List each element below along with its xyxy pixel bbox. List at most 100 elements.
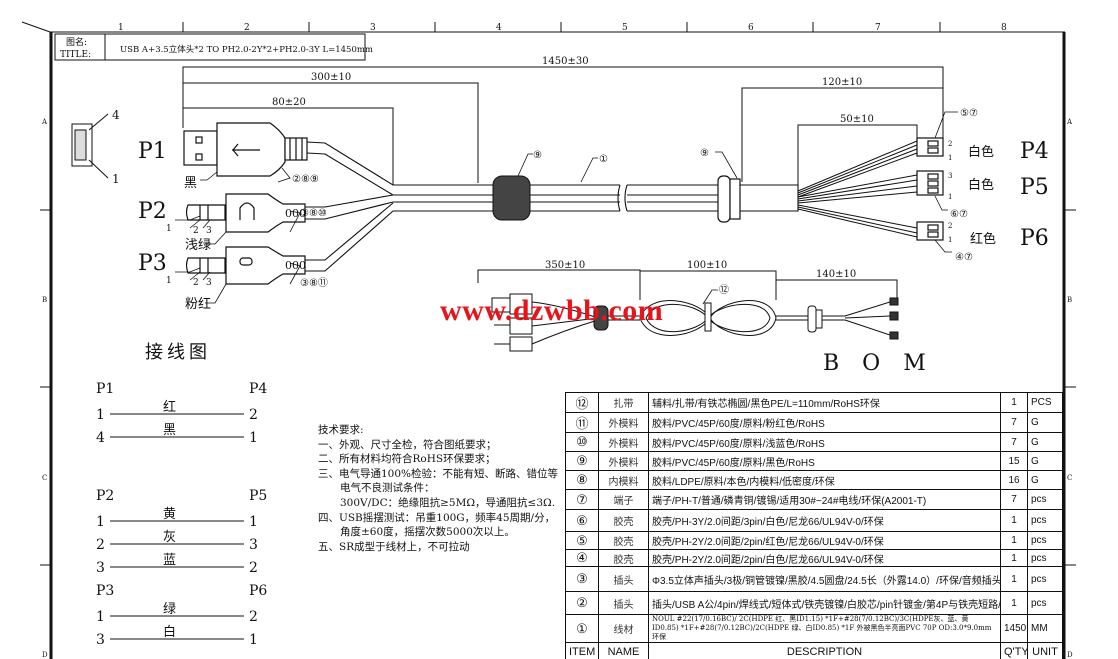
label-p4: P4 [1020, 139, 1049, 164]
label-p1: P1 [138, 139, 167, 164]
tech-line: 二、所有材料均符合RoHS环保要求； [318, 453, 496, 466]
wiring-color: 红 [163, 399, 176, 415]
wiring-pin-a: 1 [96, 609, 105, 625]
ferrite-core [492, 175, 531, 221]
audio-plug-p2: 000 [185, 193, 306, 233]
bom-qty: 15 [1000, 451, 1028, 471]
bom-qty: 7 [1000, 489, 1028, 510]
pin-numbers: 1 2 3 1 2 3 2 1 3 1 2 1 [166, 140, 952, 288]
callout-ferrite: ⑨ [533, 150, 542, 161]
bom-item: ⑦ [565, 489, 599, 510]
callout-cable: ① [599, 154, 608, 165]
bom-unit: pcs [1027, 591, 1063, 615]
leader-lines [175, 111, 958, 305]
wiring-color: 绿 [163, 602, 176, 617]
color-p1: 黑 [184, 176, 197, 191]
bom-description: 胶料/PVC/45P/60度/原料/浅蓝色/RoHS [648, 432, 1001, 452]
wiring-pin-a: 4 [96, 430, 105, 446]
ruler-col: 1 [118, 23, 124, 33]
bom-description: 胶料/PVC/45P/60度/原料/粉红色/RoHS [648, 412, 1001, 433]
ruler-row: D [42, 651, 48, 659]
ph-connectors [916, 137, 944, 241]
bom-item: ③ [565, 566, 599, 592]
drawing-title: USB A+3.5立体头*2 TO PH2.0-2Y*2+PH2.0-3Y L=… [120, 44, 373, 55]
callout-grommet: ⑨ [700, 148, 709, 159]
wiring-to-label: P6 [249, 583, 267, 599]
bom-description: 端子/PH-T/普通/磷青铜/镀锡/适用30#~24#电线/环保(A2001-T… [648, 489, 1001, 510]
callouts: ②⑧⑨ ③⑧⑩ ③⑧⑪ ⑤⑦ ⑥⑦ ④⑦ ⑨ ① ⑨ ⑫ [292, 108, 978, 296]
bom-name: 外模料 [598, 451, 649, 471]
color-p4: 白色 [968, 144, 994, 160]
wiring-color: 蓝 [163, 553, 176, 568]
bom-unit: G [1027, 432, 1063, 452]
label-p2: P2 [138, 199, 167, 224]
ruler-labels: 1 2 3 4 5 6 7 8 A B C D A B C D [41, 23, 1073, 659]
ruler-col: 2 [244, 23, 250, 33]
bom-unit: G [1027, 451, 1063, 471]
bom-header-name: NAME [598, 642, 649, 659]
bom-name: 胶壳 [598, 509, 649, 532]
bom-qty: 1 [1000, 531, 1028, 550]
ruler-row: A [41, 118, 48, 126]
bom-qty: 1 [1000, 392, 1028, 413]
bom-name: 线材 [598, 614, 649, 643]
title-label-en: TITLE: [60, 50, 91, 60]
bom-item: ⑥ [565, 509, 599, 532]
wiring-title: 接线图 [145, 342, 211, 363]
bom-qty: 7 [1000, 432, 1028, 452]
connector-labels: P1 P2 P3 P4 P5 P6 [138, 139, 1049, 276]
bom-unit: G [1027, 412, 1063, 433]
bom-item: ⑨ [565, 451, 599, 471]
dimension-labels: 1450±30 300±10 80±20 120±10 50±10 350±10… [272, 56, 874, 280]
svg-text:000: 000 [285, 259, 306, 272]
bom-unit: G [1027, 470, 1063, 490]
bom-description: 插头/USB A公/4pin/焊线式/短体式/铁壳镀镍/白胶芯/pin针镀金/第… [648, 591, 1001, 615]
bom-header-item: ITEM [565, 642, 599, 659]
bom-qty: 1 [1000, 549, 1028, 567]
pin-number: 1 [166, 224, 172, 234]
pin-number: 3 [948, 172, 952, 180]
ruler-row: A [1066, 118, 1073, 126]
wiring-color: 黄 [163, 507, 176, 522]
bom-description: NOUL #22(17/0.16BC)/ 2C(HDPE 红、黑ID1.15) … [648, 614, 1001, 643]
bom-item: ⑤ [565, 531, 599, 550]
wiring-to-label: P5 [249, 488, 267, 504]
wiring-pin-b: 1 [249, 632, 258, 648]
callout-tie: ⑫ [719, 284, 729, 296]
wiring-color: 灰 [163, 530, 176, 545]
bom-description: 胶料/PVC/45P/60度/原料/黑色/RoHS [648, 451, 1001, 471]
dimension-lines [182, 66, 944, 300]
ruler-col: 3 [370, 23, 376, 33]
bom-description: 胶壳/PH-2Y/2.0间距/2pin/红色/尼龙66/UL94V-0/环保 [648, 531, 1001, 550]
wiring-pin-a: 2 [96, 537, 105, 553]
ruler-col: 6 [748, 23, 754, 33]
bom-unit: PCS [1027, 392, 1063, 413]
bom-description: 胶料/LDPE/原料/本色/内模料/低密度/环保 [648, 470, 1001, 490]
wiring-pin-b: 2 [249, 609, 258, 625]
bom-item: ② [565, 591, 599, 615]
label-p6: P6 [1020, 226, 1049, 251]
bom-unit: pcs [1027, 549, 1063, 567]
bundled-cable-view [491, 293, 899, 352]
bom-name: 外模料 [598, 432, 649, 452]
wiring-pin-a: 1 [96, 514, 105, 530]
wiring-pin-a: 1 [96, 407, 105, 423]
color-p5: 白色 [968, 177, 994, 193]
wiring-from-label: P3 [96, 583, 114, 599]
wiring-pin-b: 1 [249, 514, 258, 530]
ruler-col: 5 [622, 23, 628, 33]
bom-unit: pcs [1027, 531, 1063, 550]
pin-number: 2 [193, 278, 199, 288]
bom-item: ⑩ [565, 432, 599, 452]
bom-header-description: DESCRIPTION [648, 642, 1001, 659]
bom-item: ⑫ [565, 392, 599, 413]
